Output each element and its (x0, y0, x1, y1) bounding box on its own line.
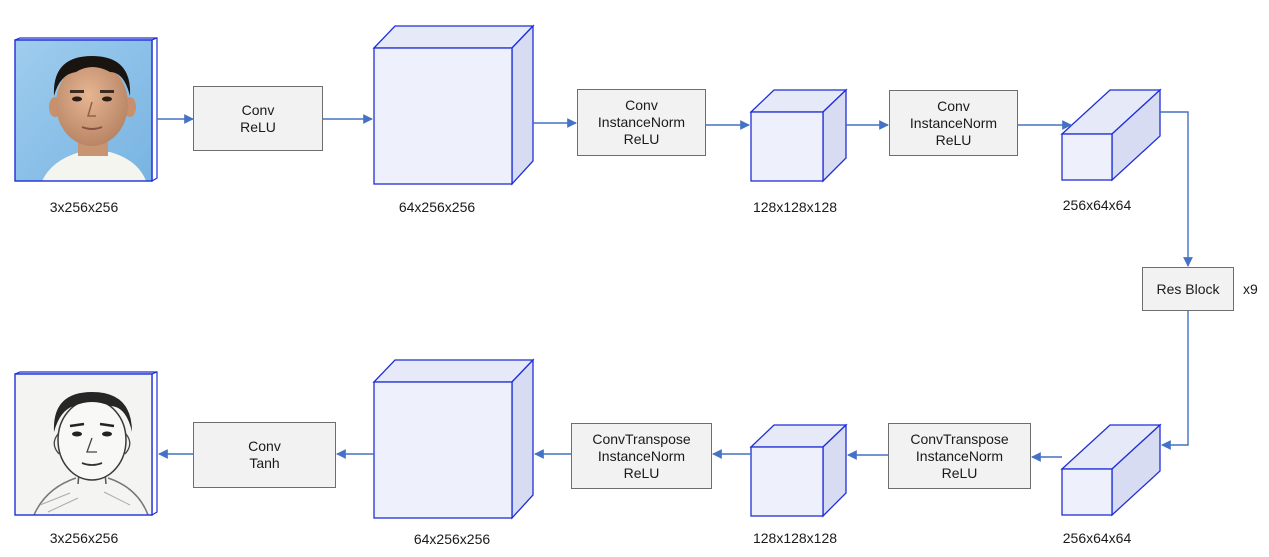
op-convtranspose-instancenorm-relu-2: ConvTranspose InstanceNorm ReLU (571, 423, 712, 489)
op-line: InstanceNorm (915, 447, 1004, 464)
dim-label-enc2: 128x128x128 (752, 199, 838, 215)
tensor-dec3 (372, 358, 535, 520)
dim-label-dec1: 256x64x64 (1062, 530, 1132, 546)
op-line: InstanceNorm (597, 114, 686, 130)
op-conv-instancenorm-relu-2: Conv InstanceNorm ReLU (889, 90, 1018, 156)
op-conv-relu: Conv ReLU (193, 86, 323, 151)
op-line: ConvTranspose (910, 430, 1009, 447)
input-photo-image (14, 37, 158, 183)
tensor-enc3 (1060, 88, 1162, 182)
output-sketch-image (14, 371, 158, 517)
op-line: ConvTranspose (592, 430, 691, 447)
op-res-block: Res Block (1142, 267, 1234, 311)
op-convtranspose-instancenorm-relu-1: ConvTranspose InstanceNorm ReLU (888, 423, 1031, 489)
op-line: InstanceNorm (909, 114, 998, 131)
op-line: Conv (937, 97, 970, 114)
dim-label-enc1: 64x256x256 (398, 199, 476, 215)
op-line: ReLU (240, 118, 276, 135)
dim-label-input: 3x256x256 (49, 199, 119, 215)
op-conv-instancenorm-relu-1: Conv InstanceNorm ReLU (577, 89, 706, 156)
tensor-enc2 (749, 88, 848, 183)
tensor-dec2 (749, 423, 848, 518)
arrow-enc3-to-resblock (1160, 111, 1193, 267)
op-line: Res Block (1156, 280, 1220, 297)
tensor-dec1 (1060, 423, 1162, 517)
arrows (157, 111, 1193, 462)
op-line: Conv (248, 438, 281, 454)
dim-label-enc3: 256x64x64 (1062, 197, 1132, 213)
res-block-repeat-label: x9 (1243, 281, 1258, 297)
op-line: ReLU (623, 464, 660, 481)
tensor-enc1 (372, 24, 535, 186)
arrow-resblock-to-dec1 (1161, 311, 1189, 450)
op-line: ReLU (623, 131, 660, 147)
op-line: ReLU (935, 131, 972, 148)
op-line: ReLU (941, 464, 978, 481)
op-line: Conv (241, 101, 275, 118)
dim-label-dec2: 128x128x128 (752, 530, 838, 546)
op-line: Conv (625, 97, 658, 113)
op-conv-tanh: Conv Tanh (193, 422, 336, 488)
op-line: InstanceNorm (597, 447, 686, 464)
dim-label-dec3: 64x256x256 (413, 531, 491, 547)
dim-label-output: 3x256x256 (49, 530, 119, 546)
op-line: Tanh (249, 455, 280, 471)
